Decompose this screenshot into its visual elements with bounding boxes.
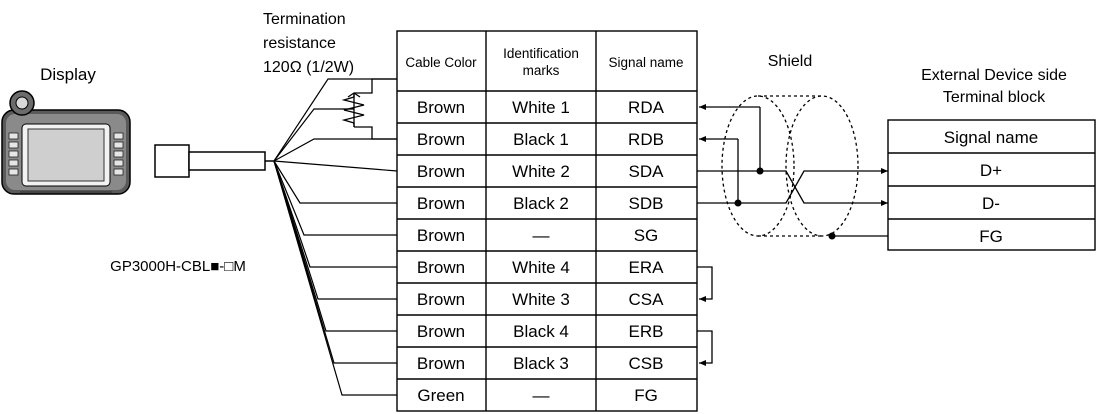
terminal-block-label: Terminal block <box>943 89 1046 106</box>
row-signal-name: SDA <box>629 162 665 181</box>
row-signal-name: SG <box>634 226 659 245</box>
row-identification-mark: Black 4 <box>513 322 569 341</box>
row-cable-color: Brown <box>417 258 465 277</box>
row-signal-name: CSA <box>629 290 665 309</box>
row-identification-mark: White 3 <box>512 290 570 309</box>
row-signal-name: RDB <box>628 130 664 149</box>
shield-icon <box>721 95 859 237</box>
terminal-row: D- <box>982 194 1000 213</box>
header-signal-name: Signal name <box>608 55 683 70</box>
row-identification-mark: — <box>533 226 550 245</box>
terminal-block-table <box>887 119 1096 251</box>
shield-label: Shield <box>768 53 812 70</box>
wire-fan <box>273 78 398 396</box>
row-identification-mark: Black 3 <box>513 354 569 373</box>
row-cable-color: Brown <box>417 290 465 309</box>
row-cable-color: Brown <box>417 354 465 373</box>
rx-arrows <box>699 104 761 203</box>
row-cable-color: Green <box>417 386 464 405</box>
row-signal-name: ERB <box>629 322 664 341</box>
row-identification-mark: White 1 <box>512 98 570 117</box>
display-label: Display <box>40 65 96 84</box>
row-identification-mark: Black 2 <box>513 194 569 213</box>
row-cable-color: Brown <box>417 130 465 149</box>
row-identification-mark: — <box>533 386 550 405</box>
row-cable-color: Brown <box>417 194 465 213</box>
termination-label-line3: 120Ω (1/2W) <box>263 59 354 76</box>
row-signal-name: ERA <box>629 258 665 277</box>
row-cable-color: Brown <box>417 98 465 117</box>
row-signal-name: RDA <box>628 98 665 117</box>
row-identification-mark: Black 1 <box>513 130 569 149</box>
row-identification-mark: White 2 <box>512 162 570 181</box>
row-identification-mark: White 4 <box>512 258 570 277</box>
external-device-label: External Device side <box>921 67 1067 84</box>
row-cable-color: Brown <box>417 322 465 341</box>
cable-model-label: GP3000H-CBL■-□M <box>110 258 246 275</box>
junction-dot <box>756 167 764 175</box>
shield-wires <box>758 95 822 237</box>
display-device-icon <box>1 90 131 195</box>
row-cable-color: Brown <box>417 226 465 245</box>
loopback-jumpers <box>697 266 713 366</box>
terminal-header: Signal name <box>944 128 1039 147</box>
row-signal-name: CSB <box>629 354 664 373</box>
cable-connector <box>154 144 274 178</box>
row-signal-name: SDB <box>629 194 664 213</box>
termination-label-line2: resistance <box>263 35 336 52</box>
header-cable-color: Cable Color <box>405 55 477 70</box>
junction-dot <box>734 199 742 207</box>
row-signal-name: FG <box>634 386 658 405</box>
row-cable-color: Brown <box>417 162 465 181</box>
cable-table <box>396 30 698 412</box>
terminal-row: D+ <box>980 161 1002 180</box>
terminal-row: FG <box>979 227 1003 246</box>
termination-resistor-icon <box>341 78 397 140</box>
termination-label-line1: Termination <box>263 11 346 28</box>
